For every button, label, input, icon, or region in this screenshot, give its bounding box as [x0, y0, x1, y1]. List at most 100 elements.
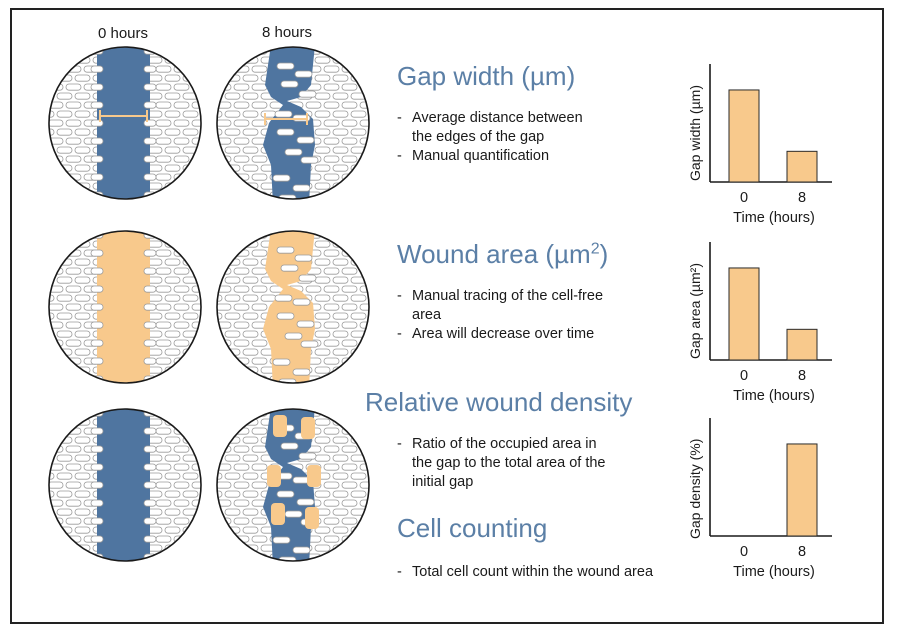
x-tick-label: 0	[740, 368, 748, 384]
cell	[65, 119, 82, 127]
cell	[90, 101, 104, 109]
cell	[200, 92, 201, 100]
cell	[242, 508, 259, 516]
cell	[323, 267, 340, 275]
cell	[143, 535, 157, 543]
migrated-cell	[296, 136, 315, 144]
cell	[191, 173, 201, 181]
cell	[341, 517, 358, 525]
cell	[368, 508, 369, 516]
migrated-cell	[296, 498, 315, 506]
cell	[341, 83, 358, 91]
cell	[323, 517, 340, 525]
cell	[90, 137, 104, 145]
cell	[200, 182, 201, 190]
cell	[224, 366, 241, 374]
cell	[56, 294, 73, 302]
cell	[49, 427, 64, 435]
migrated-cell	[276, 490, 295, 498]
cell	[341, 499, 358, 507]
cell	[200, 526, 201, 534]
cell	[314, 164, 331, 172]
cell	[251, 285, 268, 293]
cell	[200, 348, 201, 356]
cell	[251, 83, 268, 91]
cell	[242, 436, 259, 444]
cell	[224, 128, 241, 136]
x-axis-label: Time (hours)	[733, 388, 815, 404]
cell	[182, 128, 199, 136]
cell	[323, 427, 340, 435]
cell	[332, 92, 349, 100]
cell	[56, 472, 73, 480]
cell	[341, 101, 358, 109]
migrated-cell	[276, 62, 295, 70]
cell	[164, 164, 181, 172]
cell	[233, 445, 250, 453]
bullet-item: Manual quantification	[397, 147, 583, 166]
cell	[90, 445, 104, 453]
cell	[242, 258, 259, 266]
cell	[56, 146, 73, 154]
cell	[251, 267, 268, 275]
cell	[217, 436, 223, 444]
cell	[217, 191, 232, 199]
chart-y-label: Gap area (µm²)	[687, 263, 703, 359]
cell	[233, 321, 250, 329]
cell	[164, 312, 181, 320]
occupied-area	[273, 415, 287, 437]
cell	[251, 155, 268, 163]
cell	[323, 499, 340, 507]
cell	[217, 517, 232, 525]
cell	[233, 137, 250, 145]
cell	[143, 481, 157, 489]
cell	[359, 357, 369, 365]
cell	[368, 182, 369, 190]
cell	[200, 74, 201, 82]
cell	[143, 517, 157, 525]
cell	[323, 137, 340, 145]
cell	[65, 481, 82, 489]
cell	[90, 499, 104, 507]
cell	[341, 375, 358, 383]
cell	[350, 366, 367, 374]
cell	[323, 101, 340, 109]
cell	[90, 517, 104, 525]
cell	[251, 65, 268, 73]
cell	[368, 526, 369, 534]
gap-region	[263, 409, 315, 561]
cell	[341, 191, 358, 199]
cell	[90, 65, 104, 73]
cell	[242, 128, 259, 136]
cell	[233, 339, 250, 347]
bullet-text: Ratio of the occupied area in the gap to…	[412, 436, 606, 490]
cell	[74, 436, 91, 444]
cell	[305, 101, 322, 109]
cell	[368, 544, 369, 552]
cell	[217, 258, 223, 266]
cell	[359, 427, 369, 435]
occupied-area	[301, 417, 315, 439]
cell	[164, 526, 181, 534]
cell	[217, 445, 232, 453]
cell	[56, 330, 73, 338]
cell	[155, 553, 172, 561]
cell	[155, 375, 172, 383]
cell	[217, 240, 223, 248]
gap-region	[263, 47, 315, 199]
cell	[323, 445, 340, 453]
x-tick-label: 0	[740, 190, 748, 206]
cell	[49, 481, 64, 489]
cell	[155, 267, 172, 275]
cell	[200, 454, 201, 462]
cell	[56, 454, 73, 462]
cell	[164, 92, 181, 100]
cell	[217, 65, 232, 73]
cell	[368, 330, 369, 338]
cell	[233, 375, 250, 383]
cell	[341, 481, 358, 489]
cell	[191, 231, 201, 239]
cell	[233, 553, 250, 561]
dish-outline	[216, 230, 370, 384]
cell	[164, 128, 181, 136]
